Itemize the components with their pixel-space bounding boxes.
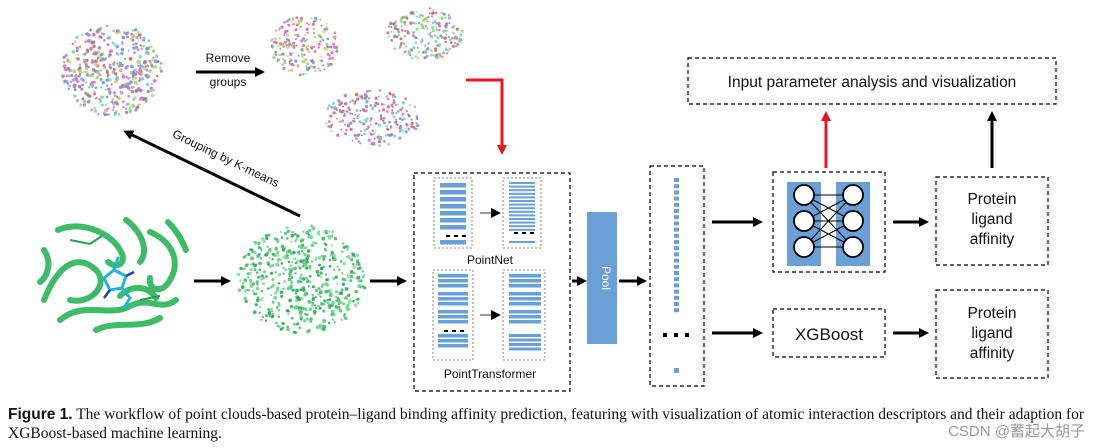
feature-ellipsis: [663, 333, 689, 337]
pointnet-diagram: [433, 177, 542, 249]
pointtransformer-label: PointTransformer: [444, 367, 536, 381]
neural-network-box: [772, 171, 886, 273]
xgboost-box: [772, 308, 886, 358]
group-point-cloud-2: [386, 7, 464, 60]
input-analysis-label: Input parameter analysis and visualizati…: [728, 74, 1017, 91]
affinity-box-1: [935, 176, 1049, 266]
pool-label: Pool: [599, 266, 613, 290]
remove-groups-label-2: groups: [210, 75, 247, 89]
affinity-1-line3: affinity: [970, 231, 1015, 248]
figure-caption: Figure 1. The workflow of point clouds-b…: [8, 405, 1088, 443]
group-point-cloud-1: [270, 16, 339, 77]
affinity-1-line1: Protein: [967, 191, 1016, 208]
protein-point-cloud: [236, 224, 367, 334]
xgboost-label: XGBoost: [795, 325, 863, 344]
affinity-2-line3: affinity: [970, 345, 1015, 362]
neural-network-diagram: [787, 182, 870, 266]
watermark: CSDN @蓄起大胡子: [948, 423, 1085, 440]
remove-groups-label-1: Remove: [206, 51, 251, 65]
feature-vector-box: [649, 165, 705, 387]
affinity-1-line2: ligand: [971, 211, 1012, 228]
pointnet-label: PointNet: [467, 253, 514, 267]
grouping-arrow: [123, 130, 301, 218]
caption-text: The workflow of point clouds-based prote…: [8, 406, 1085, 442]
affinity-box-2: [935, 289, 1049, 379]
group-point-cloud-3: [325, 89, 420, 147]
affinity-2-line2: ligand: [971, 325, 1012, 342]
pointtransformer-diagram: [432, 269, 546, 361]
input-analysis-box: [687, 57, 1057, 105]
affinity-2-line1: Protein: [967, 305, 1016, 322]
feature-vector: [674, 178, 679, 373]
pool-block: [587, 212, 617, 344]
red-connector-arrow: [466, 78, 507, 155]
protein-ligand-structure-image: [37, 212, 189, 336]
figure-label: Figure 1.: [8, 406, 73, 423]
grouped-point-cloud-large: [61, 24, 163, 117]
network-models-box: [413, 172, 571, 392]
